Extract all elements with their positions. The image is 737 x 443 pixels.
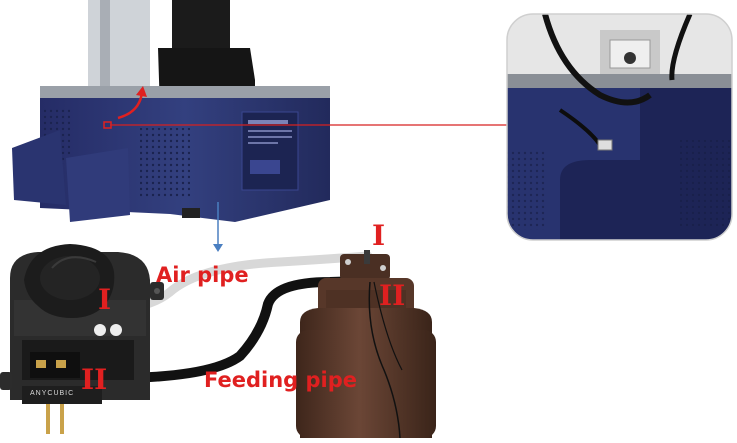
pump-unit — [0, 244, 164, 434]
printer-motor-block — [172, 0, 230, 50]
printer-vent — [140, 128, 190, 198]
pump-port-right — [110, 324, 122, 336]
marker-one-bottle: I — [372, 222, 385, 250]
zoom-port-connector — [598, 140, 612, 150]
air-pipe-label: Air pipe — [156, 263, 249, 287]
marker-two-bottle: II — [379, 282, 405, 310]
feeding-pipe-label: Feeding pipe — [204, 368, 357, 392]
marker-two-pump: II — [81, 366, 107, 394]
zoom-inset — [507, 14, 737, 250]
printer-column — [88, 0, 150, 100]
pump-brand-logo: ANYCUBIC — [30, 390, 74, 397]
printer-top-plate — [40, 86, 330, 100]
printer-flap-left — [12, 130, 66, 205]
marker-one-pump: I — [98, 286, 111, 314]
printer — [12, 0, 330, 222]
pump-port-left — [94, 324, 106, 336]
printer-flap-right — [66, 148, 130, 222]
